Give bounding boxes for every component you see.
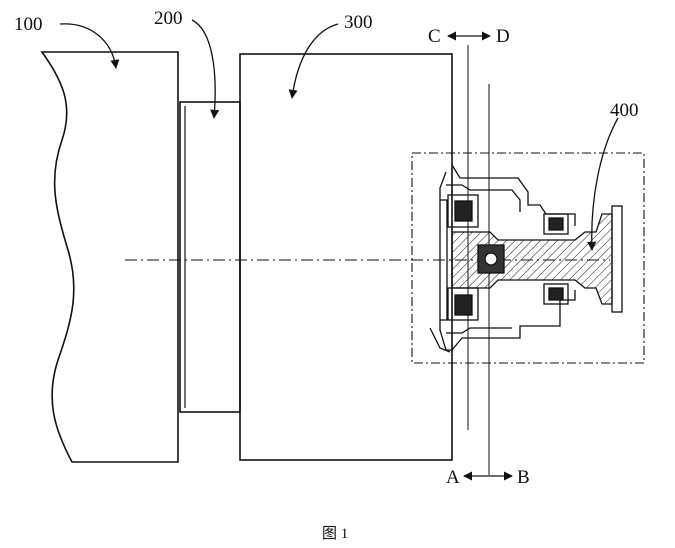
label-400: 400 [610,100,639,121]
leader-400 [587,117,619,251]
label-100: 100 [14,14,43,35]
label-section-b: B [517,467,530,488]
label-section-c: C [428,26,441,47]
part-200-coupling [179,101,241,413]
label-section-d: D [496,26,510,47]
label-300: 300 [344,12,373,33]
figure-caption: 图 1 [322,525,348,542]
part-400-boundary [411,152,645,364]
part-100-body [40,51,179,463]
leader-200 [191,19,220,119]
leader-300 [288,23,339,99]
part-400-mechanism [429,164,623,353]
leader-100 [59,23,120,69]
part-300-housing [239,53,453,461]
label-section-a: A [446,467,460,488]
label-200: 200 [154,8,183,29]
